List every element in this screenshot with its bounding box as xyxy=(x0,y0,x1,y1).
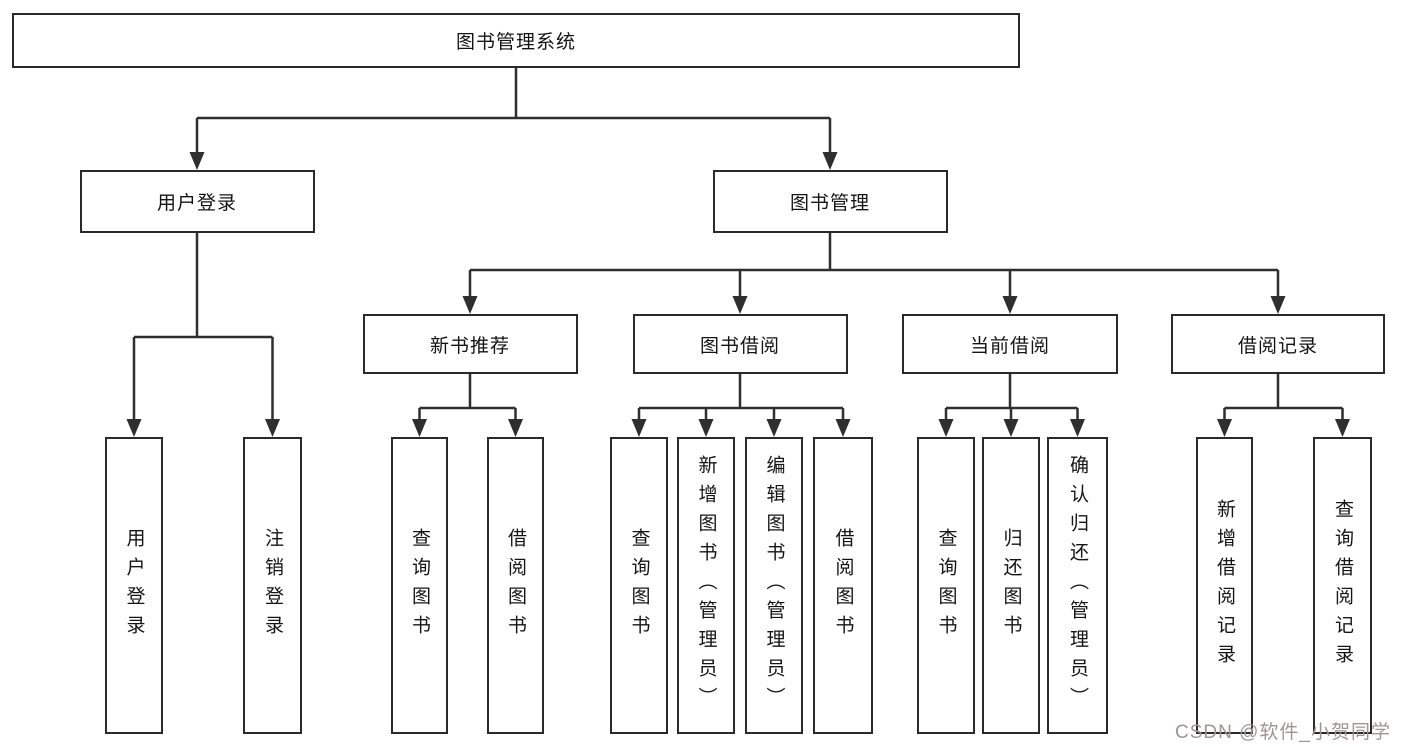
node-label: 确认归还（管理员） xyxy=(1067,455,1088,716)
leaf-user-login: 用户登录 xyxy=(105,437,163,734)
node-root-system: 图书管理系统 xyxy=(12,13,1020,68)
node-book-borrow: 图书借阅 xyxy=(632,314,848,374)
node-label: 查询借阅记录 xyxy=(1332,498,1353,673)
node-user-login: 用户登录 xyxy=(79,170,315,233)
leaf-query-books: 查询图书 xyxy=(610,437,668,734)
node-label: 图书管理系统 xyxy=(455,32,576,53)
node-label: 用户登录 xyxy=(123,527,145,644)
node-label: 新增借阅记录 xyxy=(1214,498,1235,673)
node-label: 新增图书（管理员） xyxy=(695,455,717,716)
leaf-confirm-return-admin: 确认归还（管理员） xyxy=(1047,437,1108,734)
node-label: 编辑图书（管理员） xyxy=(763,455,785,716)
node-label: 借阅记录 xyxy=(1237,335,1318,357)
node-label: 借阅图书 xyxy=(505,527,526,644)
leaf-add-books-admin: 新增图书（管理员） xyxy=(677,437,735,734)
node-label: 查询图书 xyxy=(628,527,650,644)
node-book-management: 图书管理 xyxy=(712,170,948,233)
leaf-query-books: 查询图书 xyxy=(391,437,448,734)
leaf-logout: 注销登录 xyxy=(243,437,302,734)
leaf-add-borrow-record: 新增借阅记录 xyxy=(1196,437,1253,734)
leaf-return-books: 归还图书 xyxy=(982,437,1040,734)
node-label: 图书借阅 xyxy=(699,335,780,357)
leaf-borrow-books: 借阅图书 xyxy=(813,437,873,734)
node-label: 注销登录 xyxy=(262,527,283,644)
node-borrow-records: 借阅记录 xyxy=(1171,314,1385,374)
leaf-query-books: 查询图书 xyxy=(917,437,975,734)
leaf-borrow-books: 借阅图书 xyxy=(487,437,544,734)
node-label: 用户登录 xyxy=(156,193,237,214)
csdn-watermark: CSDN @软件_小贺同学 xyxy=(1175,722,1391,743)
node-label: 新书推荐 xyxy=(429,335,510,357)
node-label: 图书管理 xyxy=(789,193,870,214)
node-label: 归还图书 xyxy=(1000,527,1022,644)
node-label: 当前借阅 xyxy=(969,335,1050,357)
node-new-book-recommend: 新书推荐 xyxy=(362,314,578,374)
leaf-query-borrow-record: 查询借阅记录 xyxy=(1313,437,1372,734)
node-label: 查询图书 xyxy=(409,527,430,644)
node-label: 借阅图书 xyxy=(832,527,854,644)
node-current-borrow: 当前借阅 xyxy=(902,314,1118,374)
node-label: 查询图书 xyxy=(935,527,957,644)
leaf-edit-books-admin: 编辑图书（管理员） xyxy=(745,437,803,734)
